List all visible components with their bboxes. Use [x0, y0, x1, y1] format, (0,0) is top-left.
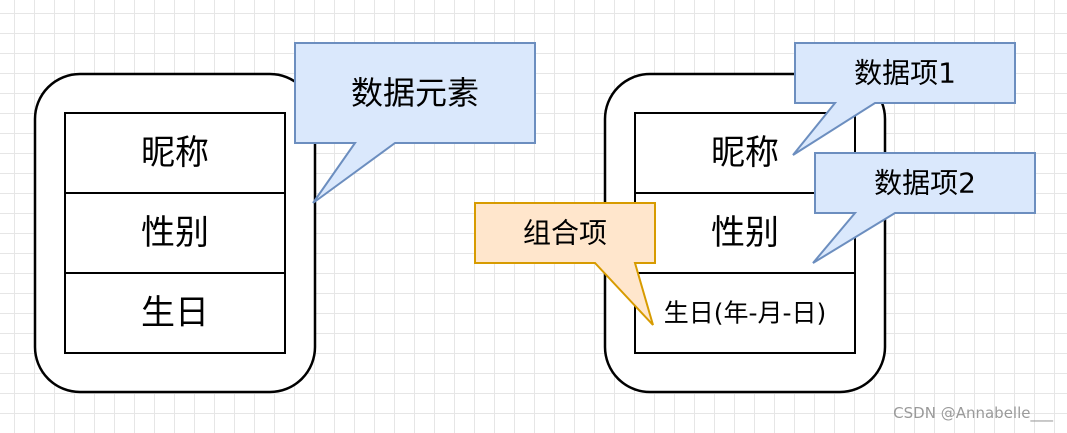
callout-data-item-2: 数据项2	[812, 152, 1036, 264]
left-entity: 昵称 性别 生日	[33, 72, 317, 394]
watermark: CSDN @Annabelle___	[893, 404, 1053, 423]
callout-data-item-1: 数据项1	[792, 42, 1016, 156]
callout-data-element-shape	[294, 42, 536, 204]
left-field-nickname: 昵称	[141, 133, 209, 173]
callout-composite-item-shape	[474, 202, 656, 326]
callout-data-element-label: 数据元素	[351, 74, 479, 112]
callout-data-item-1-shape	[792, 42, 1016, 156]
callout-data-element: 数据元素	[294, 42, 536, 204]
left-field-gender: 性别	[141, 213, 209, 253]
right-field-birthday: 生日(年-月-日)	[664, 299, 827, 328]
callout-data-item-2-label: 数据项2	[874, 167, 976, 200]
callout-composite-item: 组合项	[474, 202, 656, 326]
callout-data-item-2-shape	[812, 152, 1036, 264]
left-field-birthday: 生日	[141, 293, 209, 333]
callout-data-item-1-label: 数据项1	[854, 57, 956, 90]
right-field-nickname: 昵称	[711, 133, 779, 173]
callout-composite-item-label: 组合项	[523, 217, 607, 250]
left-field-table	[64, 112, 286, 354]
right-field-gender: 性别	[711, 213, 779, 253]
